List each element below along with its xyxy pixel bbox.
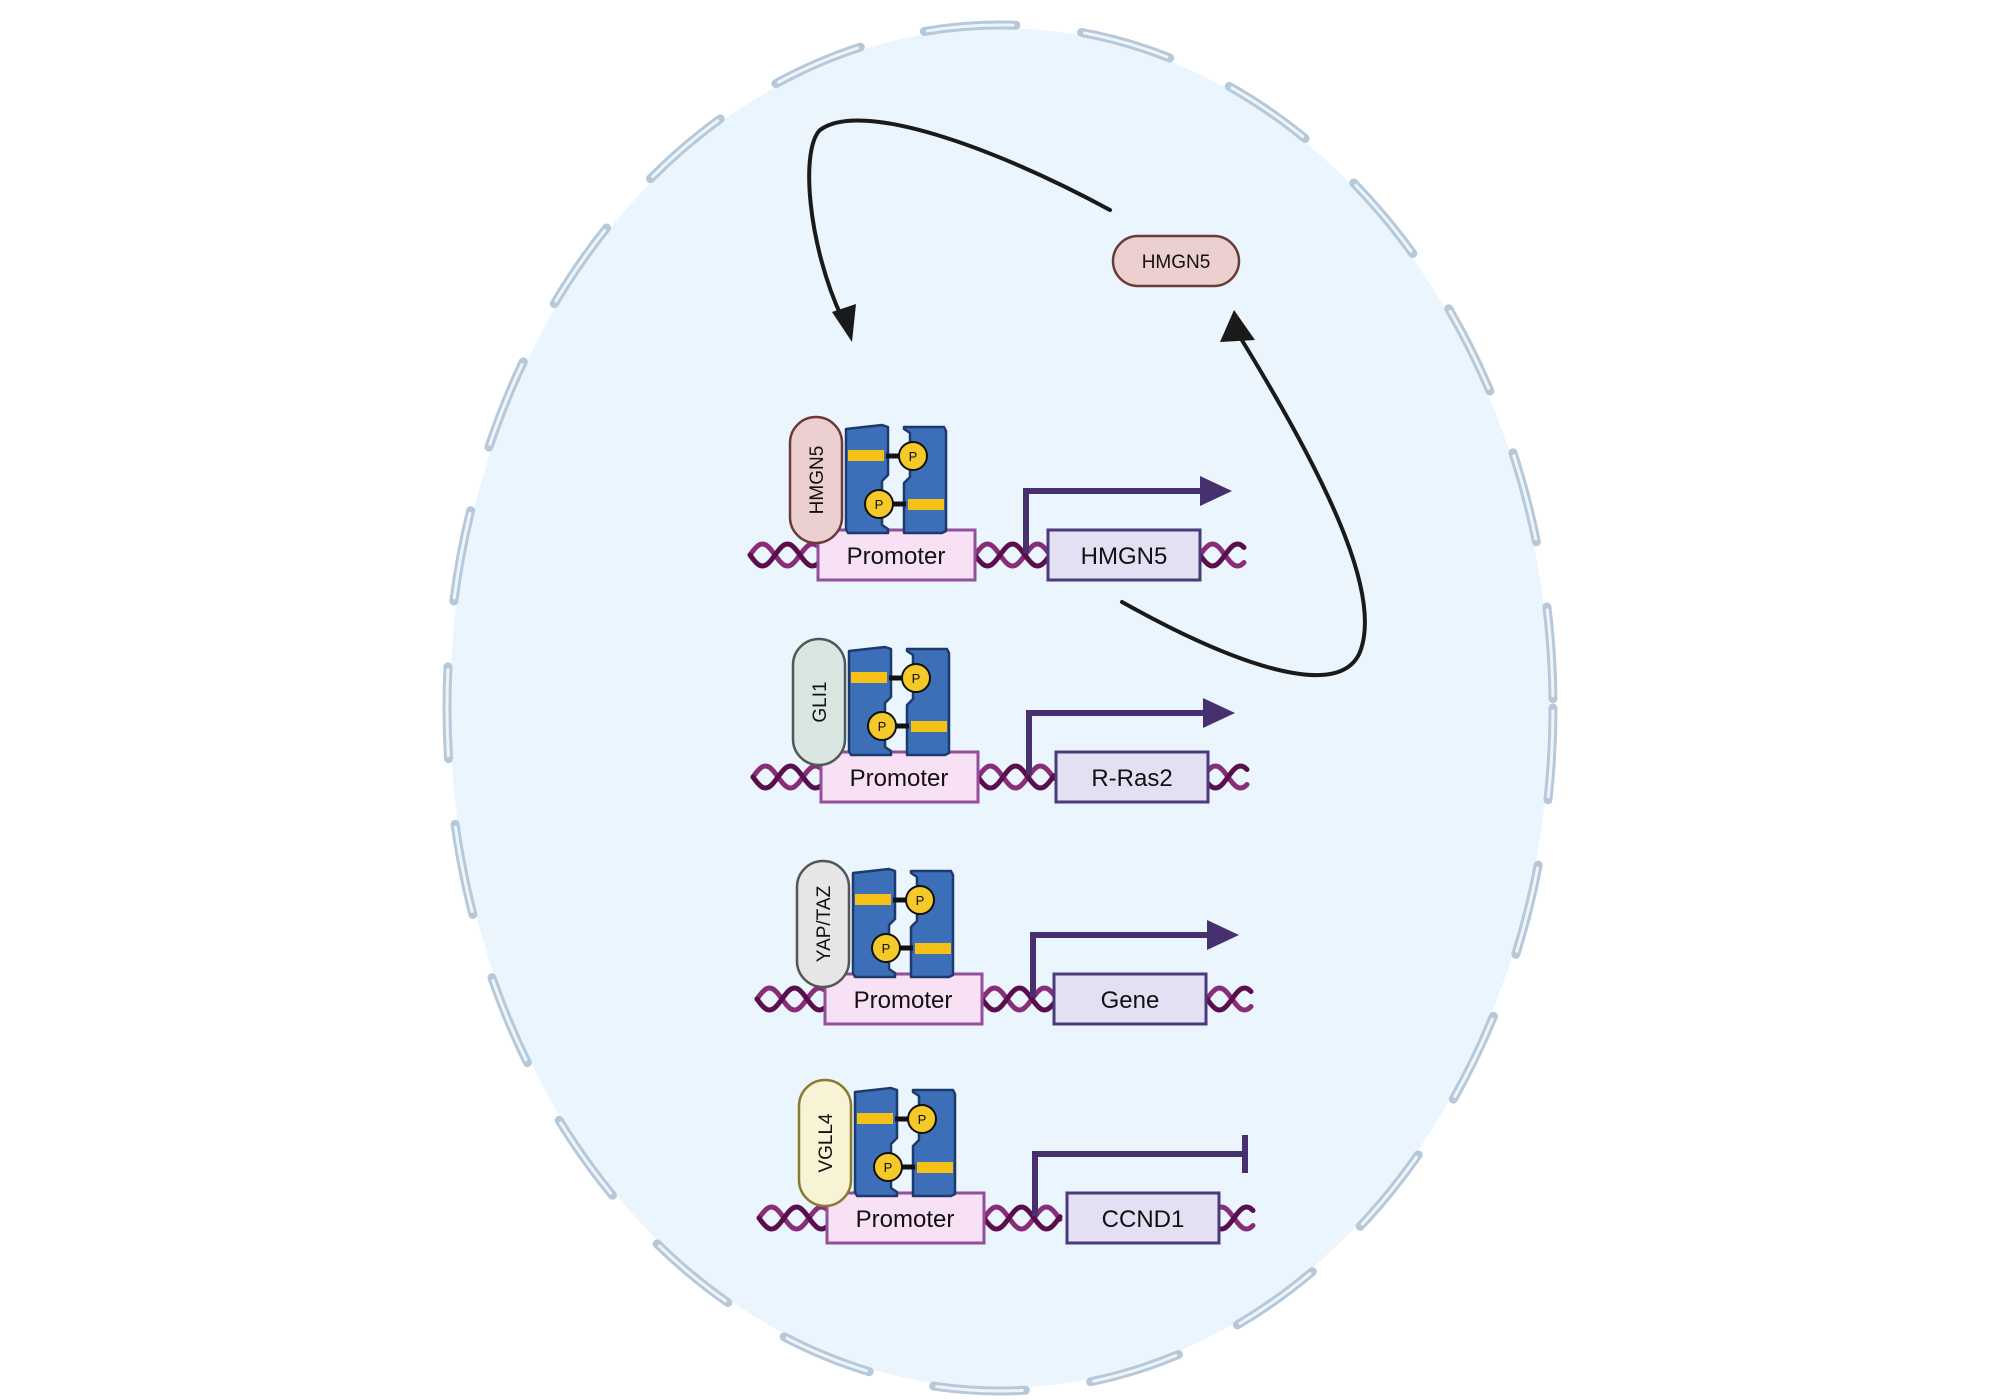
transcription-factor-label: VGLL4 <box>816 1113 837 1173</box>
transcription-factor <box>791 637 847 767</box>
feedback-arrowhead-promoter <box>832 304 856 342</box>
transcription-factor <box>795 859 851 989</box>
gene-label: R-Ras2 <box>1091 765 1172 792</box>
gene-box <box>1054 750 1210 804</box>
feedback-arrow-to-promoter <box>807 118 1112 320</box>
phospho-label: P <box>878 719 887 734</box>
activation-arrow <box>1030 932 1212 997</box>
activation-arrow <box>1023 488 1205 553</box>
hmgn5-protein-label: HMGN5 <box>1142 252 1211 273</box>
promoter-label: Promoter <box>856 1206 955 1233</box>
phospho-group <box>873 1152 903 1182</box>
phospho-group <box>898 441 928 471</box>
dna-middle-strand-b <box>972 541 1054 569</box>
dna-left-strand-b <box>747 541 823 569</box>
gene-box <box>1046 528 1202 582</box>
dna-middle-strand-a <box>975 763 1057 791</box>
gene-label: CCND1 <box>1102 1206 1185 1233</box>
gene-box <box>1052 972 1208 1026</box>
histone-band-right <box>917 1162 953 1173</box>
promoter-box <box>823 972 984 1026</box>
dna-left-strand-a <box>754 985 830 1013</box>
transcription-factor <box>797 1078 853 1208</box>
dna-left-strand-b <box>756 1204 832 1232</box>
histone-band-right <box>908 499 944 510</box>
gene-row-2: Promoter R-Ras2 P P GLI1 <box>750 637 1250 804</box>
nucleus <box>450 28 1550 1388</box>
dna-left-strand-a <box>747 541 823 569</box>
histone-band-right <box>915 943 951 954</box>
phospho-label: P <box>916 893 925 908</box>
dna-right-strand-b <box>1200 763 1250 791</box>
histone-band-left <box>857 1113 893 1124</box>
phospho-label: P <box>875 497 884 512</box>
dna-middle-strand-b <box>979 985 1061 1013</box>
phospho-label: P <box>909 449 918 464</box>
promoter-box <box>825 1191 986 1245</box>
gene-label: HMGN5 <box>1081 543 1168 570</box>
transcription-factor-label: HMGN5 <box>807 446 828 515</box>
dna-left-strand-b <box>750 763 826 791</box>
transcription-factor <box>788 415 844 545</box>
phospho-label: P <box>884 1160 893 1175</box>
promoter-box <box>819 750 980 804</box>
promoter-box <box>816 528 977 582</box>
hmgn5-protein: HMGN5 <box>1111 234 1241 288</box>
dna-middle-strand-b <box>975 763 1057 791</box>
promoter-label: Promoter <box>854 987 953 1014</box>
dna-right-strand-a <box>1204 985 1254 1013</box>
histone-band-left <box>848 450 884 461</box>
histone-band-right <box>911 721 947 732</box>
dna-middle-strand-a <box>972 541 1054 569</box>
activation-arrow <box>1026 710 1208 775</box>
transcription-factor-label: YAP/TAZ <box>814 885 835 962</box>
histone-band-left <box>851 672 887 683</box>
dna-left-strand-a <box>756 1204 832 1232</box>
promoter-label: Promoter <box>847 543 946 570</box>
dna-left-strand-a <box>750 763 826 791</box>
feedback-arrow-to-protein <box>1120 335 1367 678</box>
feedback-arrowhead-protein <box>1220 310 1255 342</box>
dna-right-strand-a <box>1200 763 1250 791</box>
gene-box <box>1065 1191 1221 1245</box>
dna-middle-strand-a <box>979 985 1061 1013</box>
nuclear-envelope-inner <box>445 23 1555 1393</box>
dna-right-strand-b <box>1204 985 1254 1013</box>
phospho-group <box>907 1104 937 1134</box>
activation-arrowhead <box>1200 476 1232 506</box>
phospho-label: P <box>918 1112 927 1127</box>
activation-arrowhead <box>1203 698 1235 728</box>
gene-row-4: Promoter CCND1 P P VGLL4 <box>756 1078 1256 1245</box>
dna-middle-strand-b <box>981 1204 1063 1232</box>
activation-arrowhead <box>1207 920 1239 950</box>
dna-right-strand-b <box>1197 541 1247 569</box>
phospho-group <box>871 933 901 963</box>
dna-right-strand-a <box>1197 541 1247 569</box>
phospho-group <box>867 711 897 741</box>
dna-middle-strand-a <box>981 1204 1063 1232</box>
promoter-label: Promoter <box>850 765 949 792</box>
repression-arrow <box>1032 1151 1245 1216</box>
phospho-group <box>864 489 894 519</box>
gene-label: Gene <box>1101 987 1160 1014</box>
phospho-group <box>901 663 931 693</box>
transcription-factor-label: GLI1 <box>810 681 831 722</box>
dna-left-strand-b <box>754 985 830 1013</box>
gene-row-3: Promoter Gene P P YAP/TAZ <box>754 859 1254 1026</box>
histone-band-left <box>855 894 891 905</box>
phospho-label: P <box>912 671 921 686</box>
phospho-group <box>905 885 935 915</box>
phospho-label: P <box>882 941 891 956</box>
